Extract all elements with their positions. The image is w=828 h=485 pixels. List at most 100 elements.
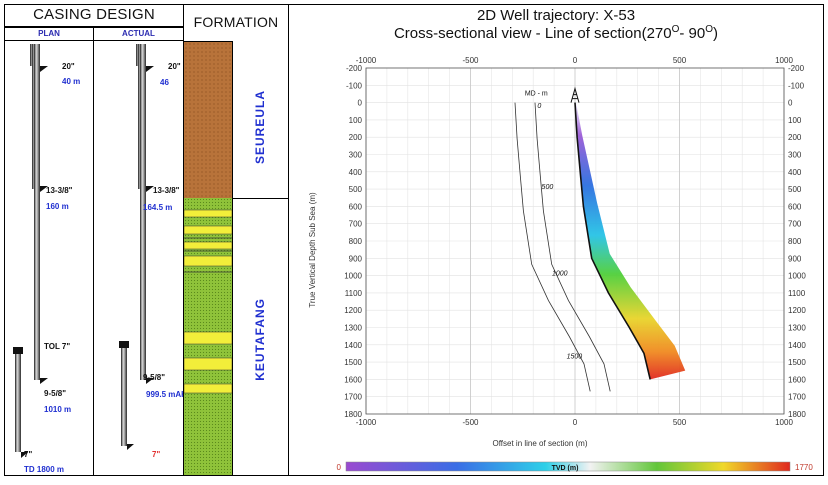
formation-boundary [232, 198, 289, 199]
actual-9in-label: 9-5/8" [143, 373, 166, 382]
plan-13in-label: 13-3/8" [46, 186, 73, 195]
plan-td-label: TD 1800 m [24, 465, 65, 474]
colorbar-label: TVD (m) [552, 465, 579, 472]
plan-9in-pipe [34, 44, 40, 380]
subtitle-end: ) [713, 25, 719, 42]
y-tick-label-right: 800 [788, 237, 802, 246]
x-tick-label-bottom: 0 [573, 418, 578, 427]
y-tick-label-left: 1600 [344, 375, 362, 384]
colorbar [345, 461, 791, 472]
plan-160m-label: 160 m [46, 202, 69, 211]
md-axis-label: MD - m [525, 91, 548, 98]
formation-seureula-label: SEUREULA [253, 90, 267, 165]
actual-20in-shoe [146, 66, 154, 72]
sand-layer [184, 209, 232, 218]
degree-mark: O [705, 24, 714, 35]
formation-column-divider [232, 41, 233, 476]
formation-header-divider [183, 41, 233, 42]
tvd-color-band [575, 102, 686, 380]
y-tick-label-right: 1400 [788, 341, 806, 350]
actual-9in-shoe [146, 378, 154, 384]
x-tick-label-top: 0 [573, 56, 578, 65]
plan-tol-label: TOL 7" [44, 342, 71, 351]
trajectory-chart: -1000-1000-500-5000050050010001000-200-2… [308, 56, 813, 472]
y-tick-label-right: 400 [788, 168, 802, 177]
actual-7in-label: 7" [152, 450, 161, 459]
formation-title: FORMATION [193, 14, 279, 30]
y-tick-label-left: -200 [346, 64, 363, 73]
sand-layer [184, 241, 232, 250]
plan-20in-label: 20" [62, 62, 75, 71]
y-tick-label-right: 200 [788, 133, 802, 142]
y-tick-label-left: 900 [349, 254, 363, 263]
plot-frame [365, 67, 785, 415]
sand-layer [184, 331, 232, 345]
plan-tol-marker [13, 347, 23, 354]
chart-title: 2D Well trajectory: X-53 [476, 7, 636, 24]
trajectory-layer: MD - m 0 500 1000 1500 [514, 86, 686, 392]
actual-999m-label: 999.5 mAH [146, 390, 187, 399]
actual-13in-label: 13-3/8" [153, 186, 180, 195]
sand-layer [184, 255, 232, 267]
plan-13in-shoe [40, 186, 48, 192]
actual-20in-label: 20" [168, 62, 181, 71]
x-tick-label-bottom: -1000 [356, 418, 377, 427]
sand-layer [184, 357, 232, 371]
y-tick-label-left: 1300 [344, 324, 362, 333]
y-tick-label-left: 200 [349, 133, 363, 142]
y-tick-label-left: 1400 [344, 341, 362, 350]
y-tick-label-left: 500 [349, 185, 363, 194]
x-tick-label-bottom: 1000 [775, 418, 793, 427]
sand-layer [184, 383, 232, 394]
y-tick-label-right: 1300 [788, 324, 806, 333]
y-tick-label-left: 700 [349, 220, 363, 229]
actual-164m-label: 164.5 m [143, 203, 173, 212]
sand-layers [184, 209, 232, 394]
y-tick-label-left: 800 [349, 237, 363, 246]
x-tick-label-top: 1000 [775, 56, 793, 65]
degree-mark: O [671, 24, 680, 35]
colorbar-max: 1770 [795, 463, 813, 472]
md-reference-line [514, 102, 591, 392]
plan-7in-shoe [21, 452, 28, 458]
plan-9in-shoe [40, 378, 48, 384]
y-tick-label-right: 1200 [788, 306, 806, 315]
y-tick-label-right: 700 [788, 220, 802, 229]
plan-1010m-label: 1010 m [44, 405, 72, 414]
column-divider [93, 41, 94, 476]
x-tick-label-top: -1000 [356, 56, 377, 65]
y-tick-label-left: 1500 [344, 358, 362, 367]
y-tick-label-right: 100 [788, 116, 802, 125]
md-tick-label: 1500 [567, 354, 583, 361]
subtitle-mid: - 90 [679, 25, 706, 42]
actual-liner-marker [119, 341, 129, 348]
actual-column-label: ACTUAL [122, 29, 155, 38]
y-tick-label-left: 0 [358, 99, 363, 108]
y-tick-label-left: 1200 [344, 306, 362, 315]
y-tick-label-left: 1000 [344, 272, 362, 281]
y-tick-label-right: 0 [788, 99, 793, 108]
chart-subtitle: Cross-sectional view - Line of section(2… [288, 24, 824, 42]
sand-layer [184, 225, 232, 235]
derrick-icon [570, 86, 580, 103]
y-tick-label-left: 1100 [345, 289, 363, 298]
y-tick-label-right: 1800 [788, 410, 806, 419]
y-tick-label-right: 1500 [788, 358, 806, 367]
y-axis-title: True Vertical Depth Sub Sea (m) [308, 192, 317, 308]
y-tick-label-left: 100 [349, 116, 363, 125]
y-tick-label-left: 1700 [344, 393, 362, 402]
y-tick-label-right: -200 [788, 64, 805, 73]
y-tick-label-right: 500 [788, 185, 802, 194]
y-tick-label-left: 300 [349, 151, 363, 160]
colorbar-min: 0 [337, 463, 342, 472]
casing-shoes [21, 66, 154, 458]
plan-column-label: PLAN [38, 29, 60, 38]
md-tick-label: 0 [537, 103, 541, 110]
md-tick-label: 1000 [552, 271, 568, 278]
actual-7in-shoe [127, 444, 134, 450]
md-tick-label: 500 [542, 184, 554, 191]
casing-title: CASING DESIGN [33, 6, 155, 23]
y-tick-label-left: 600 [349, 202, 363, 211]
axes: -1000-1000-500-5000050050010001000-200-2… [344, 56, 806, 427]
y-tick-label-right: 1000 [788, 272, 806, 281]
